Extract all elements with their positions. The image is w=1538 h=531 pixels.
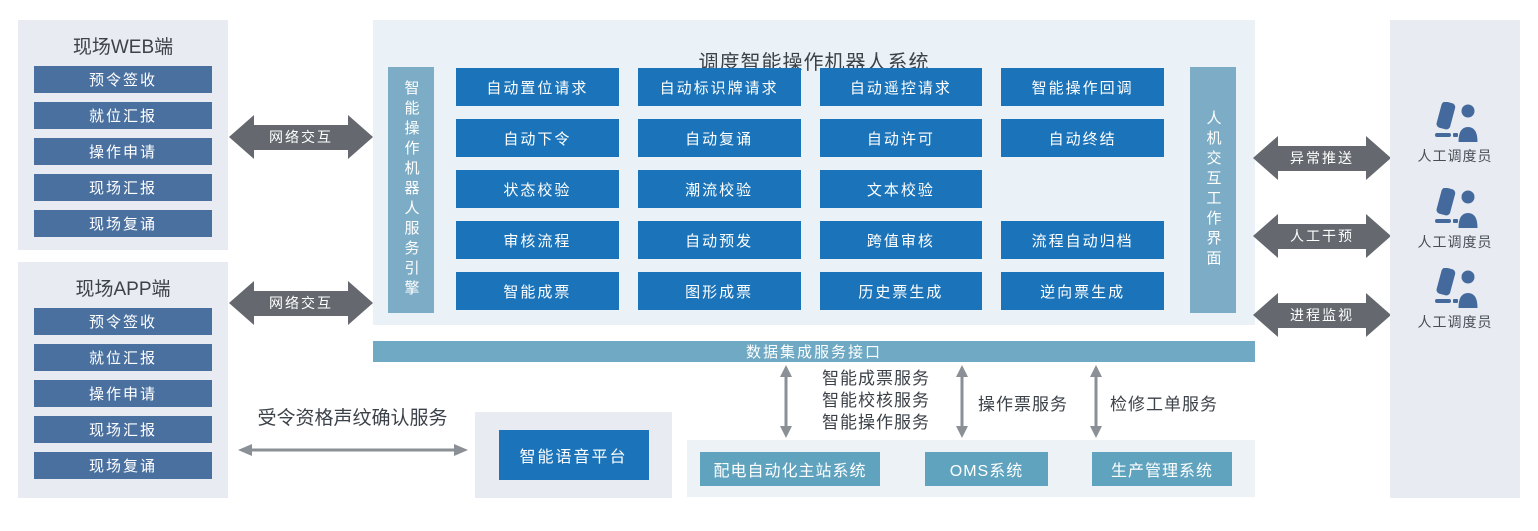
oms-system: OMS系统 [925, 452, 1048, 486]
arrow-right-icon [1366, 214, 1391, 258]
fn-status-check: 状态校验 [456, 170, 619, 208]
exception-push-label: 异常推送 [1278, 145, 1366, 171]
dispatcher-at-desk-icon [1435, 102, 1478, 142]
operation-ticket-service-label: 操作票服务 [978, 395, 1068, 414]
production-management-system: 生产管理系统 [1092, 452, 1232, 486]
arrow-left-icon [1253, 214, 1278, 258]
app-item-inplace-report: 就位汇报 [34, 344, 212, 371]
manual-intervention-label: 人工干预 [1278, 223, 1366, 249]
arrow-right-icon [348, 115, 373, 159]
dispatcher-at-desk-icon [1435, 268, 1478, 308]
arrow-left-icon [1253, 293, 1278, 337]
smart-check-service-label: 智能校核服务 [822, 391, 930, 410]
web-item-operation-apply: 操作申请 [34, 138, 212, 165]
exception-push-arrow: 异常推送 [1253, 136, 1391, 180]
dispatcher-label: 人工调度员 [1417, 314, 1493, 330]
smart-services-label: 智能成票服务 智能校核服务 智能操作服务 [822, 368, 930, 434]
fn-auto-permit: 自动许可 [819, 119, 983, 157]
manual-intervention-arrow: 人工干预 [1253, 214, 1391, 258]
web-item-inplace-report: 就位汇报 [34, 102, 212, 129]
vertical-arrow-icon [780, 365, 792, 438]
fn-history-ticket: 历史票生成 [819, 272, 983, 310]
app-item-operation-apply: 操作申请 [34, 380, 212, 407]
fn-auto-archive: 流程自动归档 [1001, 221, 1164, 259]
function-grid: 自动置位请求 自动标识牌请求 自动遥控请求 智能操作回调 自动下令 自动复诵 自… [456, 68, 1164, 310]
web-item-presign: 预令签收 [34, 66, 212, 93]
voiceprint-service-label: 受令资格声纹确认服务 [257, 408, 448, 429]
dispatcher-at-desk-icon [1435, 188, 1478, 228]
vertical-arrow-icon [1090, 365, 1102, 438]
arrow-right-icon [1366, 136, 1391, 180]
dispatcher-group: 人工调度员 [1390, 188, 1520, 252]
arrow-left-icon [229, 115, 254, 159]
robot-system-panel: 调度智能操作机器人系统 智能操作机器人服务引擎 人机交互工作界面 自动置位请求 … [373, 20, 1255, 325]
web-item-site-report: 现场汇报 [34, 174, 212, 201]
smart-operation-service-label: 智能操作服务 [822, 413, 930, 432]
horizontal-arrow-icon [238, 444, 468, 456]
fn-auto-preissue: 自动预发 [637, 221, 801, 259]
arrow-right-icon [348, 281, 373, 325]
data-integration-bus: 数据集成服务接口 [373, 341, 1255, 362]
process-monitor-label: 进程监视 [1278, 302, 1366, 328]
service-engine-bar: 智能操作机器人服务引擎 [388, 67, 434, 313]
app-item-presign: 预令签收 [34, 308, 212, 335]
network-arrow-app-label: 网络交互 [254, 290, 348, 316]
app-terminal-title: 现场APP端 [75, 279, 171, 300]
process-monitor-arrow: 进程监视 [1253, 293, 1391, 337]
network-arrow-web-label: 网络交互 [254, 124, 348, 150]
fn-auto-remote-request: 自动遥控请求 [819, 68, 983, 106]
fn-review-flow: 审核流程 [456, 221, 619, 259]
fn-auto-finish: 自动终结 [1001, 119, 1164, 157]
maintenance-order-service-label: 检修工单服务 [1110, 395, 1218, 414]
vertical-arrow-icon [956, 365, 968, 438]
app-item-site-repeat: 现场复诵 [34, 452, 212, 479]
fn-smart-operation-callback: 智能操作回调 [1001, 68, 1164, 106]
voice-platform-panel: 智能语音平台 [475, 412, 672, 498]
hmi-interface-bar: 人机交互工作界面 [1190, 67, 1236, 313]
smart-ticket-service-label: 智能成票服务 [822, 369, 930, 388]
fn-reverse-ticket: 逆向票生成 [1001, 272, 1164, 310]
app-item-site-report: 现场汇报 [34, 416, 212, 443]
fn-auto-tag-request: 自动标识牌请求 [637, 68, 801, 106]
dispatcher-group: 人工调度员 [1390, 268, 1520, 332]
arrow-right-icon [1366, 293, 1391, 337]
fn-auto-command: 自动下令 [456, 119, 619, 157]
voice-platform-button: 智能语音平台 [498, 430, 649, 480]
fn-graphic-ticket: 图形成票 [637, 272, 801, 310]
web-terminal-title: 现场WEB端 [72, 37, 174, 58]
dispatcher-label: 人工调度员 [1417, 148, 1493, 164]
fn-smart-ticket: 智能成票 [456, 272, 619, 310]
arrow-left-icon [1253, 136, 1278, 180]
fn-auto-set-request: 自动置位请求 [456, 68, 619, 106]
network-arrow-web: 网络交互 [229, 115, 373, 159]
arrow-left-icon [229, 281, 254, 325]
dispatcher-group: 人工调度员 [1390, 102, 1520, 166]
external-systems-panel: 配电自动化主站系统 OMS系统 生产管理系统 [687, 440, 1255, 497]
distribution-automation-system: 配电自动化主站系统 [700, 452, 880, 486]
dispatcher-panel: 人工调度员 人工调度员 [1390, 20, 1520, 498]
fn-powerflow-check: 潮流校验 [637, 170, 801, 208]
web-terminal-panel: 现场WEB端 预令签收 就位汇报 操作申请 现场汇报 现场复诵 [18, 20, 228, 250]
fn-auto-repeat: 自动复诵 [637, 119, 801, 157]
network-arrow-app: 网络交互 [229, 281, 373, 325]
dispatcher-label: 人工调度员 [1417, 234, 1493, 250]
fn-text-check: 文本校验 [819, 170, 983, 208]
app-terminal-panel: 现场APP端 预令签收 就位汇报 操作申请 现场汇报 现场复诵 [18, 262, 228, 498]
web-item-site-repeat: 现场复诵 [34, 210, 212, 237]
fn-cross-shift-review: 跨值审核 [819, 221, 983, 259]
